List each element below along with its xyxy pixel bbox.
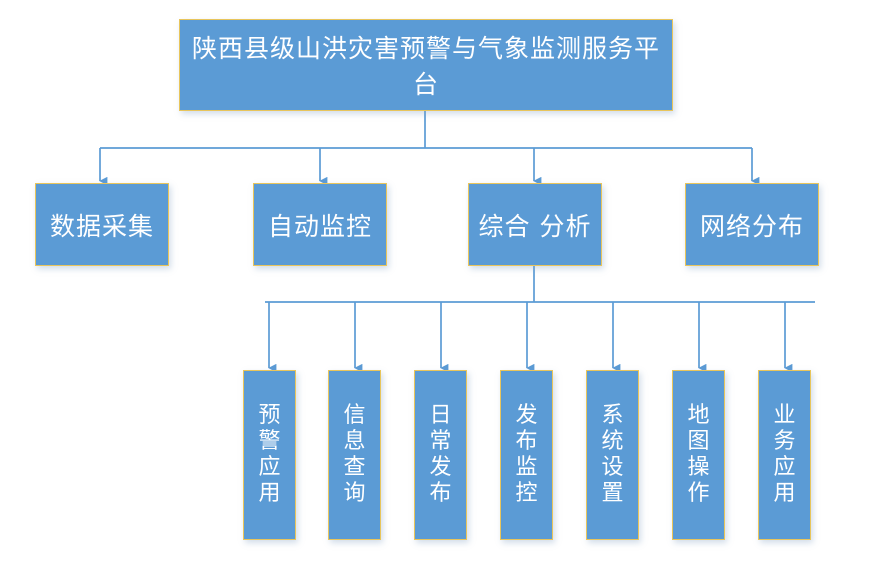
- node-daily-release[interactable]: 日常发布: [414, 370, 467, 540]
- node-daily-release-label: 日常发布: [429, 403, 452, 506]
- node-data-collection[interactable]: 数据采集: [35, 183, 169, 266]
- node-warning-application-label: 预警应用: [258, 403, 281, 506]
- node-map-operation[interactable]: 地图操作: [672, 370, 725, 540]
- node-network-distribution[interactable]: 网络分布: [685, 183, 819, 266]
- node-business-application-label: 业务应用: [773, 403, 796, 506]
- node-comprehensive-analysis[interactable]: 综合 分析: [468, 183, 602, 266]
- node-information-query-label: 信息查询: [343, 403, 366, 506]
- node-warning-application[interactable]: 预警应用: [243, 370, 296, 540]
- node-map-operation-label: 地图操作: [687, 403, 710, 506]
- node-comprehensive-analysis-label: 综合 分析: [478, 211, 592, 241]
- node-network-distribution-label: 网络分布: [699, 211, 804, 241]
- node-business-application[interactable]: 业务应用: [758, 370, 811, 540]
- node-information-query[interactable]: 信息查询: [328, 370, 381, 540]
- node-system-settings-label: 系统设置: [601, 403, 624, 506]
- node-release-monitoring-label: 发布监控: [515, 403, 538, 506]
- node-auto-monitoring[interactable]: 自动监控: [253, 183, 387, 266]
- node-platform-title-label: 陕西县级山洪灾害预警与气象监测服务平台: [191, 34, 660, 99]
- node-auto-monitoring-label: 自动监控: [267, 211, 372, 241]
- node-platform-title[interactable]: 陕西县级山洪灾害预警与气象监测服务平台: [179, 19, 673, 111]
- node-system-settings[interactable]: 系统设置: [586, 370, 639, 540]
- node-release-monitoring[interactable]: 发布监控: [500, 370, 553, 540]
- node-data-collection-label: 数据采集: [49, 211, 154, 241]
